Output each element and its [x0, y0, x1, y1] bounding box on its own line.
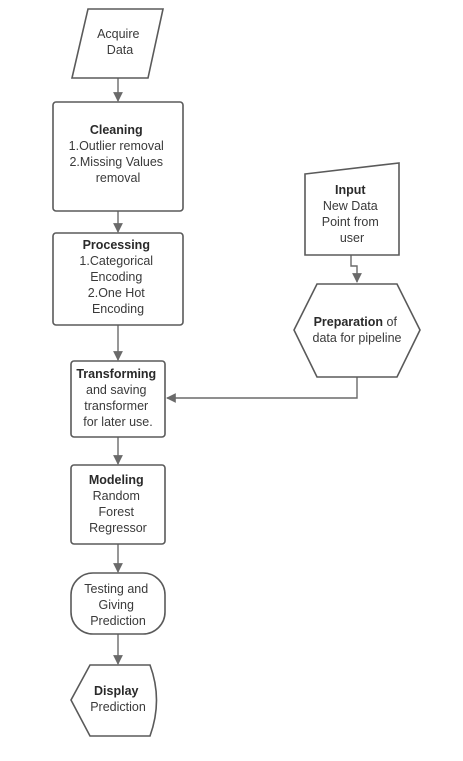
- cleaning-line-3: removal: [96, 171, 140, 185]
- preparation-title-suffix: of: [383, 315, 397, 329]
- node-modeling-shape: [70, 464, 166, 545]
- node-display-shape: [70, 664, 158, 737]
- display-title: Display: [94, 684, 139, 698]
- transforming-title: Transforming: [76, 367, 156, 381]
- processing-line-2: Encoding: [90, 270, 142, 284]
- testing-line-1: Testing and: [84, 582, 148, 596]
- transforming-line-1: and saving: [86, 383, 147, 397]
- svg-text:Input New Data Poi: Input New Data Point from user: [322, 183, 382, 245]
- modeling-title: Modeling: [89, 473, 144, 487]
- svg-text:Testing and Giving: Testing and Giving Prediction: [84, 582, 151, 628]
- transforming-line-2: transformer: [84, 399, 148, 413]
- svg-text:Preparation of data for: Preparation of data for pipeline: [313, 315, 402, 345]
- node-transforming-shape: [70, 360, 166, 438]
- processing-line-4: Encoding: [92, 302, 144, 316]
- svg-text:Cleaning 1.Outlier remov: Cleaning 1.Outlier removal 2.Missing Val…: [69, 123, 168, 185]
- node-display: Display Prediction: [70, 664, 158, 737]
- modeling-line-3: Regressor: [89, 521, 147, 535]
- acquire-line-2: Data: [107, 43, 133, 57]
- node-cleaning: Cleaning 1.Outlier removal 2.Missing Val…: [52, 101, 184, 212]
- testing-line-2: Giving: [99, 598, 134, 612]
- node-processing: Processing 1.Categorical Encoding 2.One …: [52, 232, 184, 326]
- node-acquire-shape: [70, 8, 164, 79]
- edge-preparation-transforming: [166, 377, 358, 403]
- node-acquire: Acquire Data: [70, 8, 164, 79]
- node-preparation-shape: [293, 283, 421, 378]
- preparation-line-1: data for pipeline: [313, 331, 402, 345]
- svg-text:Transforming and saving: Transforming and saving transformer for …: [76, 367, 159, 429]
- cleaning-line-1: 1.Outlier removal: [69, 139, 164, 153]
- input-line-3: user: [340, 231, 364, 245]
- node-testing: Testing and Giving Prediction: [70, 572, 166, 635]
- node-testing-shape: [70, 572, 166, 635]
- edges: [113, 78, 362, 665]
- display-line-1: Prediction: [90, 700, 146, 714]
- transforming-line-3: for later use.: [83, 415, 152, 429]
- node-preparation: Preparation of data for pipeline: [293, 283, 421, 378]
- processing-line-1: 1.Categorical: [79, 254, 153, 268]
- node-transforming: Transforming and saving transformer for …: [70, 360, 166, 438]
- preparation-title-line: Preparation of: [314, 315, 398, 329]
- svg-text:Display Prediction: Display Prediction: [90, 684, 146, 714]
- node-processing-shape: [52, 232, 184, 326]
- edge-input-preparation: [350, 255, 362, 283]
- processing-title: Processing: [83, 238, 150, 252]
- node-cleaning-shape: [52, 101, 184, 212]
- testing-line-3: Prediction: [90, 614, 146, 628]
- modeling-line-1: Random: [93, 489, 140, 503]
- node-modeling: Modeling Random Forest Regressor: [70, 464, 166, 545]
- input-line-2: Point from: [322, 215, 379, 229]
- svg-text:Modeling Random Fo: Modeling Random Forest Regressor: [89, 473, 147, 535]
- cleaning-title: Cleaning: [90, 123, 143, 137]
- acquire-line-1: Acquire: [97, 27, 139, 41]
- processing-line-3: 2.One Hot: [88, 286, 146, 300]
- preparation-title: Preparation: [314, 315, 383, 329]
- node-input-shape: [304, 162, 400, 256]
- svg-text:Processing 1.Categorical: Processing 1.Categorical Encoding 2.One …: [79, 238, 156, 316]
- input-title: Input: [335, 183, 366, 197]
- cleaning-line-2: 2.Missing Values: [69, 155, 163, 169]
- input-line-1: New Data: [323, 199, 378, 213]
- node-input: Input New Data Point from user: [304, 162, 400, 256]
- modeling-line-2: Forest: [99, 505, 135, 519]
- svg-text:Acquire Data: Acquire Data: [97, 27, 143, 57]
